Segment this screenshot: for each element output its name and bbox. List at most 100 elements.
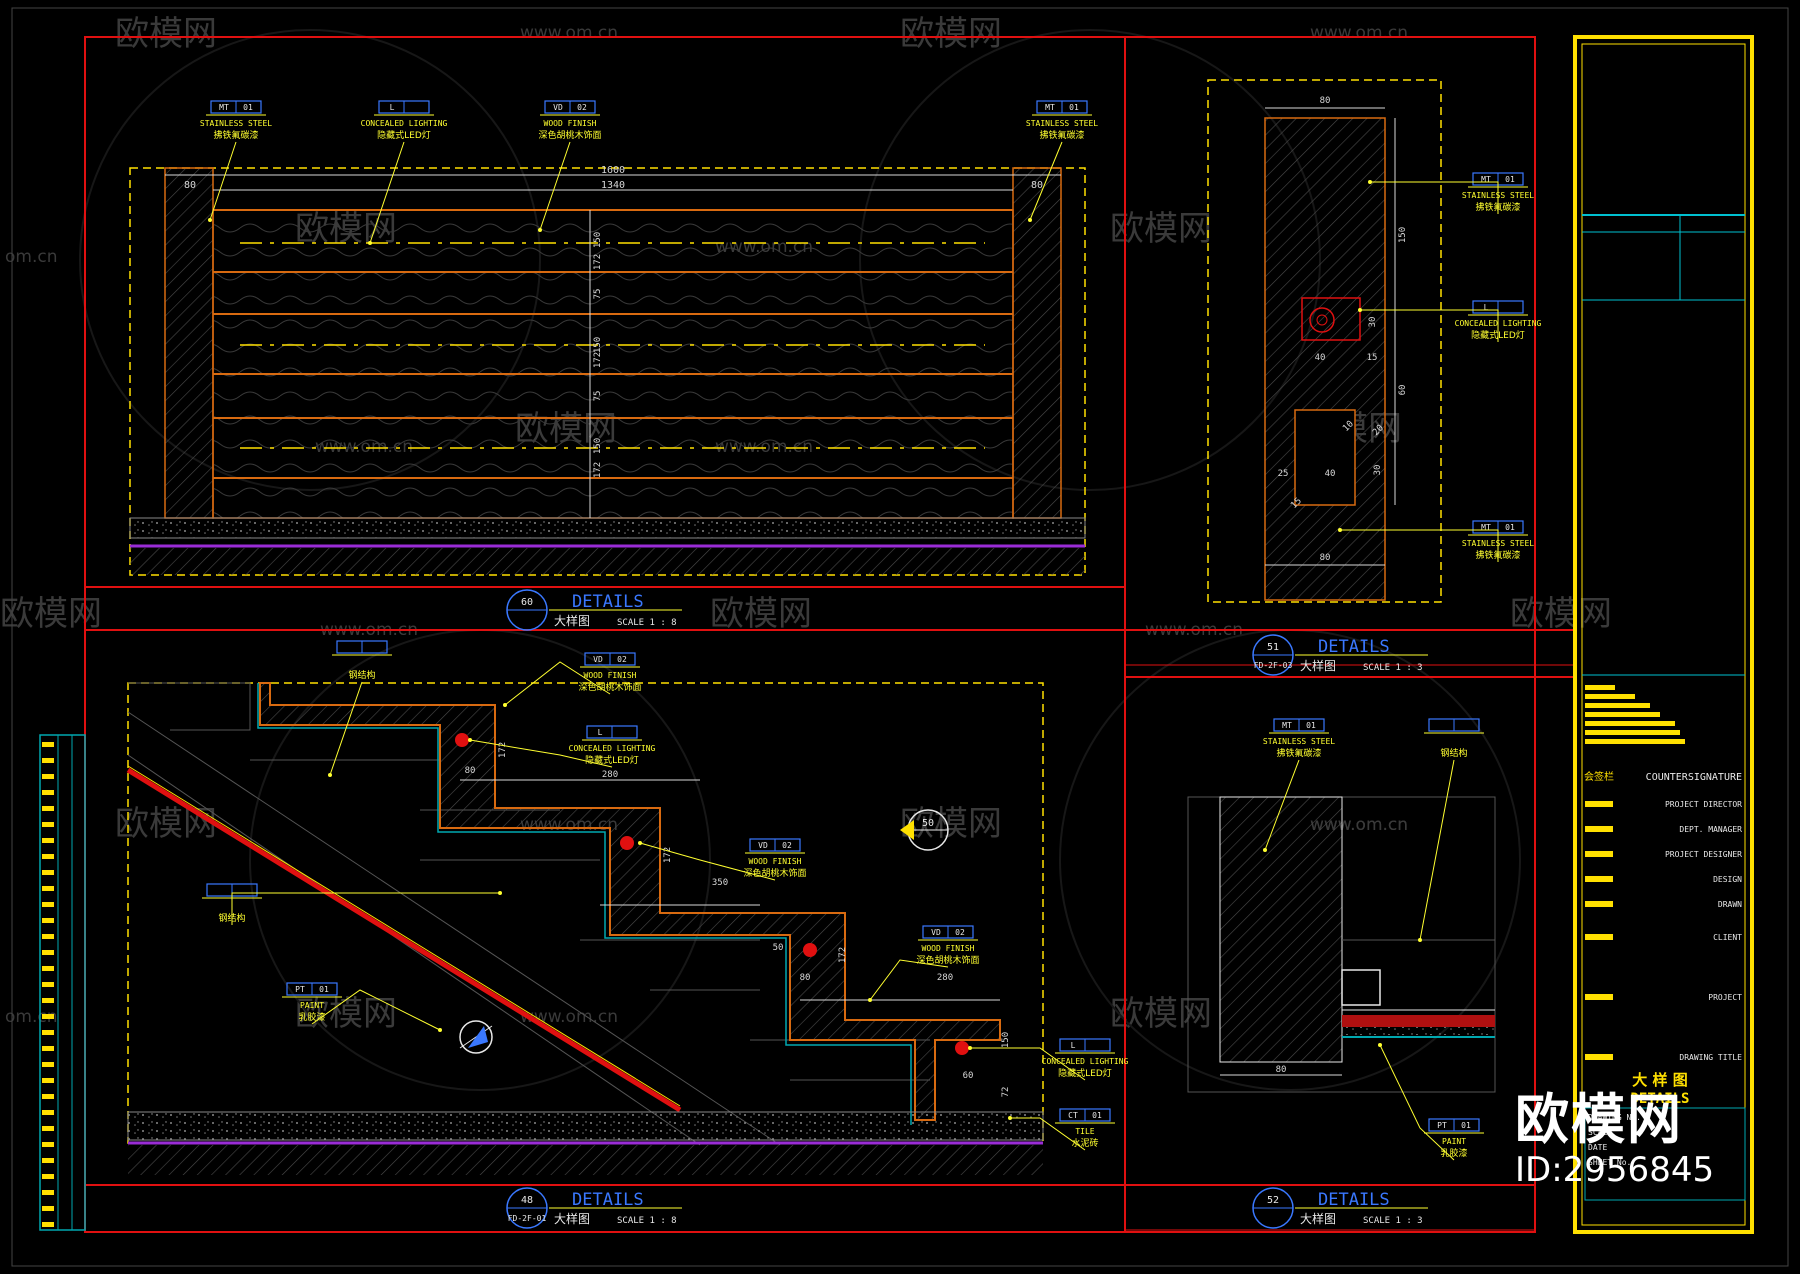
revision-mark (42, 806, 54, 811)
section-dimension: 25 (1278, 469, 1289, 479)
material-tag-cn: 深色胡桃木饰面 (578, 681, 641, 693)
revision-mark (42, 982, 54, 987)
detail-scale: SCALE 1 : 3 (1363, 1216, 1423, 1226)
detail-ref: FD-2F-01 (508, 1214, 547, 1223)
revision-mark (42, 822, 54, 827)
material-tag-leader (539, 141, 571, 231)
material-tag-number: 01 (1092, 1111, 1102, 1120)
watermark-brand: 欧模网 (710, 594, 812, 634)
brand-id: ID:2956845 (1515, 1150, 1715, 1190)
material-tag-leader-end (1368, 180, 1372, 184)
material-tag-code: VD (593, 655, 603, 664)
watermark-url: www.om.cn (520, 23, 618, 43)
vertical-dimension: 172 (593, 462, 603, 478)
titleblock-role: CLIENT (1713, 933, 1742, 942)
titleblock-fill-bar (1585, 721, 1675, 726)
dim-overall: 1600 (601, 165, 625, 176)
material-tag-code: PT (295, 985, 305, 994)
material-tag-en: WOOD FINISH (922, 944, 975, 953)
material-tag-number: 01 (319, 985, 329, 994)
material-tag-code: VD (758, 841, 768, 850)
revision-mark (42, 790, 54, 795)
revision-mark (42, 886, 54, 891)
titleblock-field: SCALE (1588, 1128, 1612, 1137)
material-tag-leader (869, 959, 949, 1001)
stair-dimension: 280 (602, 770, 618, 780)
material-tag-leader (1010, 1117, 1086, 1151)
countersignature-label: COUNTERSIGNATURE (1646, 772, 1742, 783)
detail-number: 51 (1267, 642, 1279, 653)
material-tag-cn: 水泥砖 (1071, 1137, 1098, 1149)
material-tag-number: 02 (577, 103, 587, 112)
material-tag-leader-end (1338, 528, 1342, 532)
role-signature-bar (1585, 1054, 1613, 1060)
section-dimension: 60 (1398, 385, 1408, 396)
material-tag-cn: 隐藏式LED灯 (585, 754, 639, 766)
detail-scale: SCALE 1 : 8 (617, 618, 677, 628)
titleblock-fill-bar (1585, 739, 1685, 744)
titleblock-field: SHEET No. (1588, 1158, 1631, 1167)
watermark-brand: 欧模网 (115, 14, 217, 54)
titleblock-role: PROJECT (1708, 993, 1742, 1002)
material-tag-number: 01 (1461, 1121, 1471, 1130)
drawing-title-cn: 大 样 图 (1632, 1071, 1687, 1089)
revision-mark (42, 966, 54, 971)
watermark-brand: 欧模网 (1110, 209, 1212, 249)
seal-label: 会签栏 (1584, 770, 1614, 783)
revision-mark (42, 758, 54, 763)
revision-mark (42, 1030, 54, 1035)
titleblock-role: PROJECT DIRECTOR (1665, 800, 1742, 809)
title-block: COUNTERSIGNATURE 会签栏 PROJECT DIRECTORDEP… (1573, 35, 1754, 1234)
detail-title-cn: 大样图 (554, 613, 590, 628)
revision-mark (42, 1206, 54, 1211)
titleblock-fill-bar (1585, 685, 1615, 690)
stair-dimension: 280 (937, 973, 953, 983)
detail-title: DETAILS (572, 1190, 644, 1210)
material-tag-leader-end (1263, 848, 1267, 852)
dim-inner: 1340 (601, 180, 625, 191)
revision-mark (42, 838, 54, 843)
detail-scale: SCALE 1 : 8 (617, 1216, 677, 1226)
material-tag-code: MT (1481, 175, 1491, 184)
detail-ref: FD-2F-03 (1254, 661, 1293, 670)
material-tag-leader-end (868, 998, 872, 1002)
detail-scale: SCALE 1 : 3 (1363, 663, 1423, 673)
revision-mark (42, 1126, 54, 1131)
titleblock-role: PROJECT DESIGNER (1665, 850, 1742, 859)
material-tag-number: 01 (1306, 721, 1316, 730)
titleblock-field: DRAWING No. (1588, 1113, 1641, 1122)
material-tag-code: L (1071, 1041, 1076, 1050)
section-dimension: 30 (1368, 317, 1378, 328)
material-tag-leader-end (1378, 1043, 1382, 1047)
material-tag-leader-end (208, 218, 212, 222)
vertical-dimension: 75 (593, 391, 603, 402)
material-tag-leader-end (498, 891, 502, 895)
material-tag-leader (970, 1047, 1086, 1081)
material-tag-leader-end (1418, 938, 1422, 942)
material-tag-cn: 深色胡桃木饰面 (916, 954, 979, 966)
stair-dimension: 172 (838, 947, 848, 963)
detail-title-cn: 大样图 (1300, 658, 1336, 673)
detail-number: 60 (521, 597, 533, 608)
role-signature-bar (1585, 826, 1613, 832)
stair-dimension: 50 (773, 943, 784, 953)
material-tag-leader (469, 739, 613, 768)
watermark-brand: 欧模网 (900, 804, 1002, 844)
material-tag-en: CONCEALED LIGHTING (569, 744, 656, 753)
material-tag-code: CT (1068, 1111, 1078, 1120)
revision-mark (42, 1174, 54, 1179)
stair-dimension: 172 (498, 742, 508, 758)
dim-right-80: 80 (1031, 180, 1043, 191)
material-tag-leader (369, 141, 405, 244)
material-tag-code: L (598, 728, 603, 737)
material-tag-leader-end (538, 228, 542, 232)
titleblock-role: DRAWING TITLE (1679, 1053, 1742, 1062)
vertical-dimension: 150 (593, 438, 603, 454)
watermark-brand: 欧模网 (1510, 594, 1612, 634)
material-tag-leader (1029, 141, 1063, 221)
revision-mark (42, 1222, 54, 1227)
material-tag-code: L (1484, 303, 1489, 312)
